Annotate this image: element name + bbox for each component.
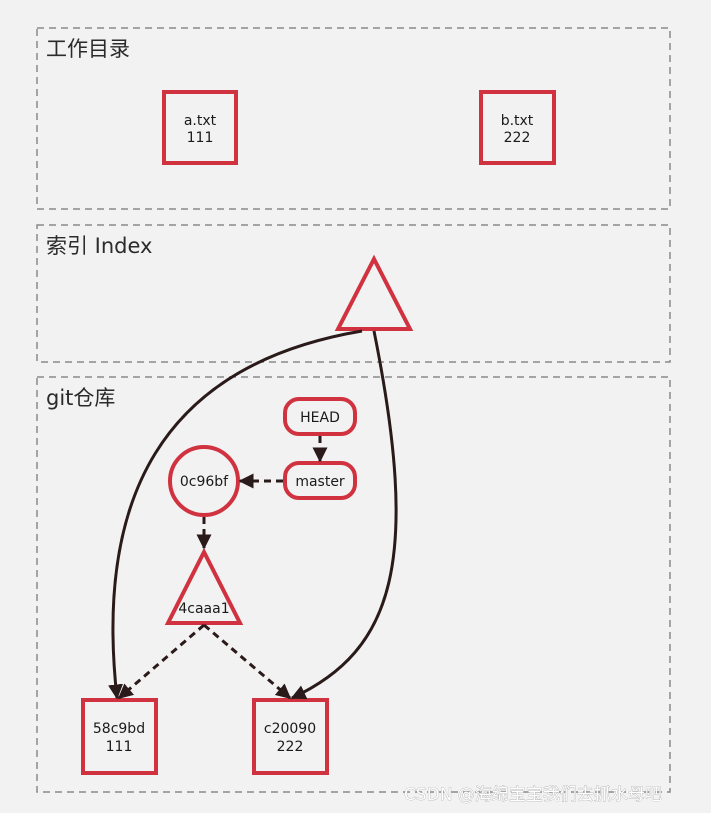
commit-circle bbox=[168, 445, 240, 517]
tree-node: 4caaa1 bbox=[164, 547, 244, 625]
master-label: master bbox=[295, 474, 345, 490]
head-label: HEAD bbox=[300, 410, 340, 426]
file-a-content: 111 bbox=[187, 130, 214, 146]
blob-1-box bbox=[81, 698, 158, 775]
blob-1-content: 111 bbox=[106, 739, 133, 755]
blob-1-id: 58c9bd bbox=[93, 721, 145, 737]
file-b-name: b.txt bbox=[501, 113, 534, 129]
working-directory-section: 工作目录 bbox=[36, 27, 671, 210]
blob-2-node: c20090 222 bbox=[252, 698, 329, 775]
commit-node: 0c96bf bbox=[168, 445, 240, 517]
tree-triangle bbox=[164, 547, 244, 625]
blob-2-box bbox=[252, 698, 329, 775]
master-box bbox=[283, 461, 357, 500]
repository-title: git仓库 bbox=[46, 386, 115, 410]
index-box bbox=[36, 224, 671, 363]
blob-1-node: 58c9bd 111 bbox=[81, 698, 158, 775]
working-directory-title: 工作目录 bbox=[46, 37, 130, 61]
arrow-tree-to-blob-2 bbox=[203, 623, 292, 700]
file-b-box bbox=[479, 90, 556, 165]
master-branch-node: master bbox=[283, 461, 357, 500]
index-tree-triangle bbox=[334, 254, 414, 331]
head-node: HEAD bbox=[283, 397, 357, 436]
arrow-tree-to-blob-1 bbox=[117, 623, 205, 700]
working-directory-box bbox=[36, 27, 671, 210]
blob-2-content: 222 bbox=[277, 739, 304, 755]
file-b-content: 222 bbox=[504, 130, 531, 146]
file-a-box bbox=[162, 90, 238, 165]
file-a-name: a.txt bbox=[184, 113, 217, 129]
index-section: 索引 Index bbox=[36, 224, 671, 363]
file-b-node: b.txt 222 bbox=[479, 90, 556, 165]
arrow-index-to-blob-2 bbox=[290, 330, 398, 700]
tree-label: 4caaa1 bbox=[178, 601, 229, 617]
blob-2-id: c20090 bbox=[264, 721, 316, 737]
arrow-index-to-blob-1 bbox=[108, 329, 363, 700]
repository-section: git仓库 bbox=[36, 376, 671, 793]
file-a-node: a.txt 111 bbox=[162, 90, 238, 165]
repository-box bbox=[36, 376, 671, 793]
commit-label: 0c96bf bbox=[180, 474, 229, 490]
watermark-text: CSDN @海绵宝宝我们去抓水母吧 bbox=[404, 785, 662, 805]
index-title: 索引 Index bbox=[46, 234, 153, 258]
head-box bbox=[283, 397, 357, 436]
